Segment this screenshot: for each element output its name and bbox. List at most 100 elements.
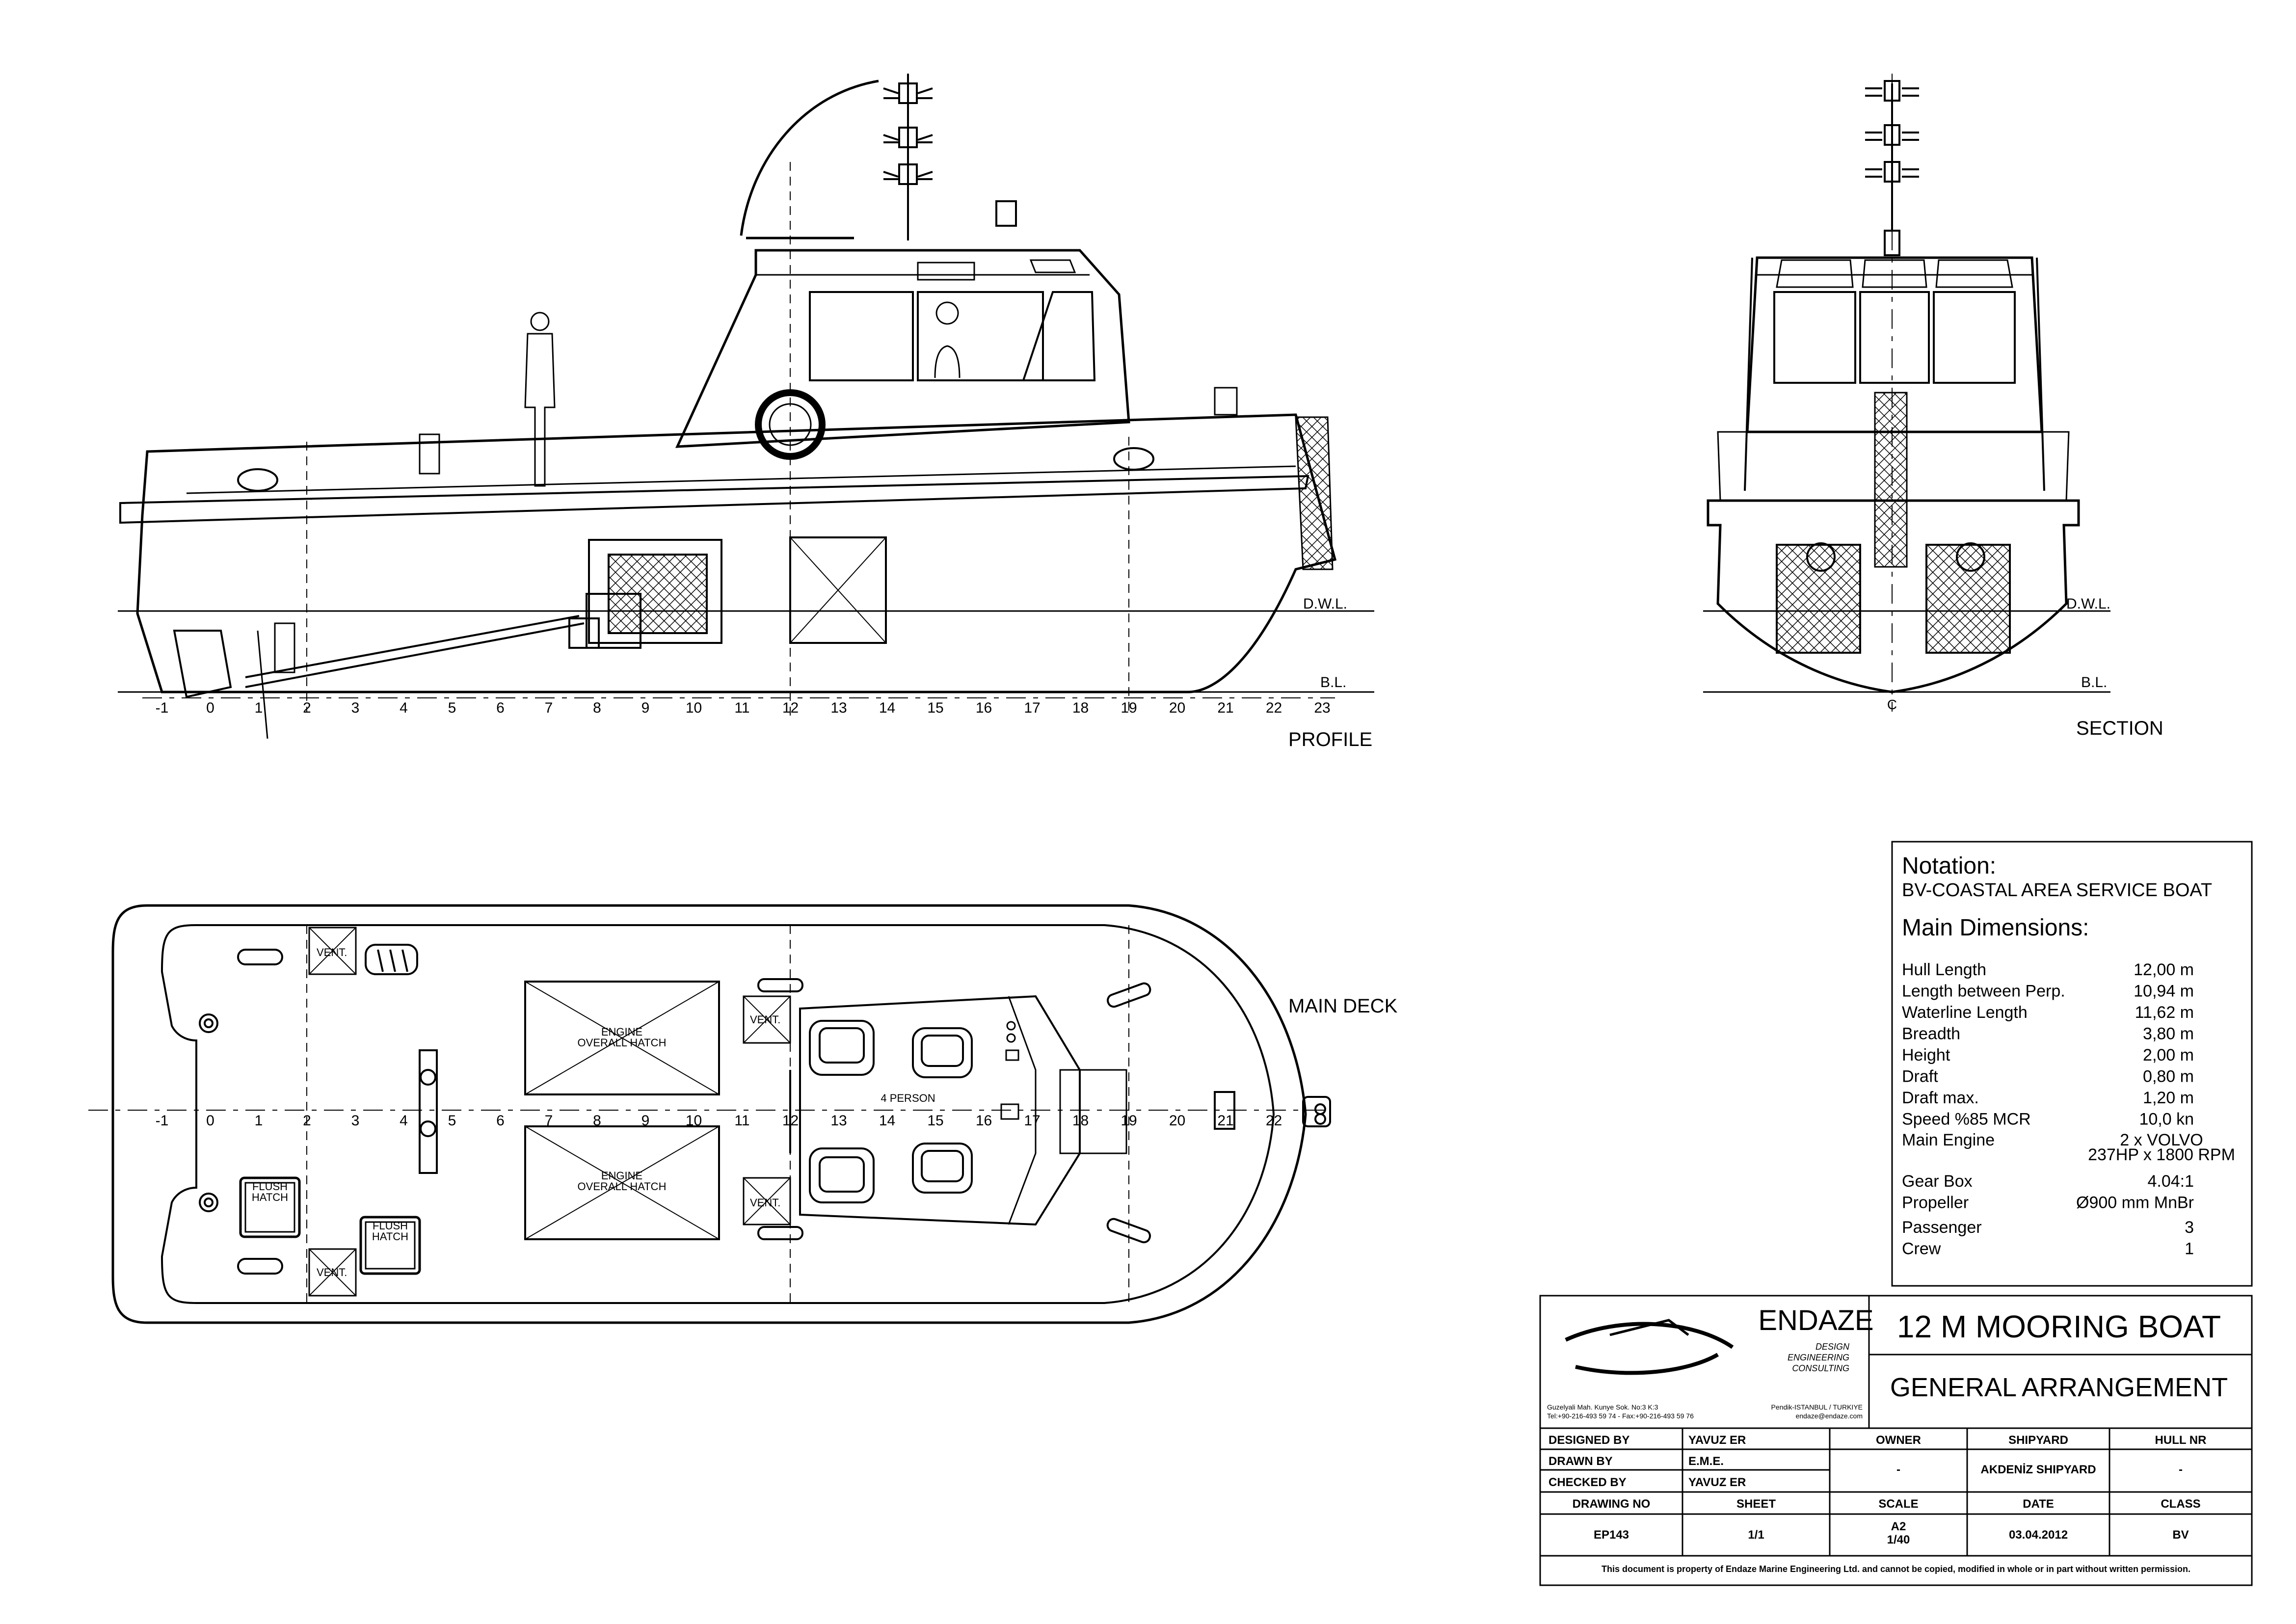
dwl-label: D.W.L. — [1303, 596, 1347, 612]
frame-number: 22 — [1266, 700, 1282, 716]
wheelhouse — [675, 249, 1130, 448]
svg-text:HATCH: HATCH — [252, 1191, 288, 1203]
dimension-value: 4.04:1 — [2147, 1172, 2194, 1191]
scale-value-1: A2 — [1891, 1520, 1906, 1533]
section-bl-label: B.L. — [2081, 674, 2107, 691]
svg-text:ENGINE: ENGINE — [601, 1026, 642, 1038]
frame-number: 17 — [1024, 1113, 1040, 1129]
shipyard-value: AKDENİZ SHIPYARD — [1980, 1463, 2096, 1476]
date-value: 03.04.2012 — [2009, 1528, 2068, 1542]
svg-text:VENT.: VENT. — [317, 1266, 347, 1278]
frame-number: -1 — [156, 1113, 169, 1129]
frame-number: 4 — [400, 700, 408, 716]
checked-by-value: YAVUZ ER — [1688, 1476, 1746, 1489]
frame-number: 3 — [351, 700, 360, 716]
four-person-label: 4 PERSON — [881, 1092, 935, 1104]
engine-hatch-port: ENGINE OVERALL HATCH — [524, 981, 720, 1095]
address-2: Tel:+90-216-493 59 74 - Fax:+90-216-493 … — [1547, 1412, 1694, 1420]
section-engine-port — [1776, 542, 1861, 654]
dimension-value: 3 — [2185, 1218, 2194, 1237]
frame-number: 8 — [593, 1113, 601, 1129]
dimension-label: Crew — [1902, 1240, 1941, 1258]
dimension-label: Propeller — [1902, 1194, 1969, 1212]
dimension-value: Ø900 mm MnBr — [2076, 1194, 2194, 1212]
engine-profile — [568, 539, 722, 649]
company-name: ENDAZE — [1758, 1305, 1873, 1336]
vent-wheelhouse-starboard: VENT. — [743, 1177, 791, 1225]
frame-number: 17 — [1024, 700, 1040, 716]
frame-number: 23 — [1314, 700, 1330, 716]
dimension-label: Breadth — [1902, 1025, 1960, 1043]
frame-number: -1 — [156, 700, 169, 716]
centerline-mark: C — [1887, 697, 1897, 712]
svg-text:FLUSH: FLUSH — [373, 1220, 408, 1232]
seat-2 — [912, 1027, 973, 1078]
class-label: CLASS — [2161, 1497, 2200, 1511]
dimension-label: Gear Box — [1902, 1172, 1973, 1191]
frame-number: 21 — [1217, 700, 1233, 716]
svg-text:VENT.: VENT. — [750, 1197, 780, 1209]
main-engine-label: Main Engine — [1902, 1131, 1995, 1149]
main-engine-value-2: 237HP x 1800 RPM — [2088, 1145, 2235, 1164]
flush-hatch-1: FLUSH HATCH — [239, 1176, 301, 1238]
section-engine-starboard — [1925, 542, 2011, 654]
dimension-value: 0,80 m — [2143, 1067, 2194, 1086]
tagline-1: DESIGN — [1815, 1342, 1850, 1352]
frame-number: 20 — [1169, 1113, 1185, 1129]
checked-by-label: CHECKED BY — [1548, 1476, 1627, 1489]
propeller-shaft — [245, 615, 585, 688]
frame-number: 13 — [830, 1113, 847, 1129]
frame-number: 2 — [303, 700, 311, 716]
class-value: BV — [2172, 1528, 2189, 1542]
title-block: ENDAZE DESIGN ENGINEERING CONSULTING Guz… — [1539, 1295, 2253, 1586]
frame-number: 11 — [734, 700, 749, 716]
dimension-value: 3,80 m — [2143, 1025, 2194, 1043]
main-deck-title: MAIN DECK — [1288, 995, 1398, 1017]
date-label: DATE — [2023, 1497, 2054, 1511]
sheet-label: SHEET — [1736, 1497, 1776, 1511]
drawing-no-label: DRAWING NO — [1573, 1497, 1651, 1511]
hull-nr-value: - — [2179, 1463, 2183, 1476]
svg-text:VENT.: VENT. — [750, 1013, 780, 1026]
drawn-by-value: E.M.E. — [1688, 1455, 1724, 1468]
wheelhouse-window-3 — [1022, 291, 1096, 381]
frame-number: 16 — [976, 1113, 992, 1129]
endaze-logo — [1565, 1319, 1734, 1375]
engine-hatch-starboard: ENGINE OVERALL HATCH — [524, 1125, 720, 1240]
dimension-label: Waterline Length — [1902, 1003, 2028, 1022]
tagline-2: ENGINEERING — [1788, 1353, 1849, 1362]
address-1: Guzelyali Mah. Kunye Sok. No:3 K:3 — [1547, 1403, 1658, 1411]
dimensions-heading: Main Dimensions: — [1902, 915, 2089, 941]
dimension-label: Height — [1902, 1046, 1950, 1065]
frame-number: 13 — [830, 700, 847, 716]
class-notation: BV-COASTAL AREA SERVICE BOAT — [1902, 880, 2212, 901]
frame-number: 0 — [206, 700, 214, 716]
frame-number: 7 — [545, 700, 553, 716]
frame-number: 1 — [255, 1113, 263, 1129]
vent-aft-port: VENT. — [308, 1248, 357, 1297]
dimension-label: Passenger — [1902, 1218, 1982, 1237]
frame-number: 3 — [351, 1113, 360, 1129]
drawing-title: GENERAL ARRANGEMENT — [1890, 1373, 2228, 1402]
seat-4 — [912, 1143, 973, 1194]
person-figure — [524, 312, 556, 487]
dimension-label: Draft — [1902, 1067, 1938, 1086]
profile-title: PROFILE — [1288, 729, 1372, 750]
dimension-value: 2,00 m — [2143, 1046, 2194, 1065]
disclaimer: This document is property of Endaze Mari… — [1602, 1564, 2190, 1574]
address-email: endaze@endaze.com — [1796, 1412, 1863, 1420]
frame-number: 18 — [1072, 700, 1089, 716]
frame-number: 21 — [1217, 1113, 1233, 1129]
frame-number: 5 — [448, 700, 456, 716]
frame-number: 19 — [1121, 700, 1137, 716]
seat-3 — [809, 1147, 875, 1203]
frame-number: 10 — [686, 700, 702, 716]
vent-wheelhouse-port: VENT. — [743, 995, 791, 1044]
